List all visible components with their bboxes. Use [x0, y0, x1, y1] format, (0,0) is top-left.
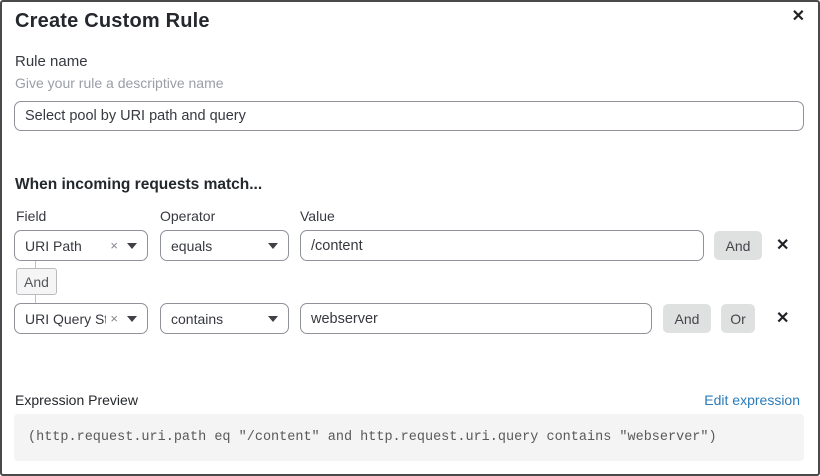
- expression-code-block: (http.request.uri.path eq "/content" and…: [14, 414, 804, 461]
- chevron-down-icon: [127, 315, 137, 322]
- clear-selection-icon[interactable]: ×: [110, 238, 118, 253]
- match-heading: When incoming requests match...: [15, 176, 263, 193]
- clear-selection-icon[interactable]: ×: [110, 311, 118, 326]
- expression-code: (http.request.uri.path eq "/content" and…: [28, 430, 717, 445]
- operator-select-row1-value: equals: [171, 237, 213, 254]
- dialog-title: Create Custom Rule: [15, 10, 210, 32]
- field-select-row2-value: URI Query St...: [25, 310, 106, 327]
- connector-and-chip: And: [16, 268, 57, 295]
- edit-expression-link[interactable]: Edit expression: [704, 392, 800, 408]
- rule-name-label: Rule name: [15, 53, 88, 70]
- field-select-row2[interactable]: URI Query St... ×: [14, 303, 148, 334]
- field-select-row1[interactable]: URI Path ×: [14, 230, 148, 261]
- column-label-value: Value: [300, 208, 335, 224]
- expression-preview-label: Expression Preview: [15, 392, 138, 408]
- value-input-row1[interactable]: [300, 230, 704, 261]
- field-select-row1-value: URI Path: [25, 237, 82, 254]
- operator-select-row2-value: contains: [171, 310, 224, 327]
- and-combinator-button-row1[interactable]: And: [714, 231, 762, 260]
- chevron-down-icon: [127, 242, 137, 249]
- rule-name-helper-text: Give your rule a descriptive name: [15, 75, 224, 91]
- connector-line: [35, 295, 36, 303]
- connector-line: [35, 261, 36, 268]
- chevron-down-icon: [268, 242, 278, 249]
- remove-condition-icon-row1[interactable]: ✕: [776, 237, 790, 254]
- remove-condition-icon-row2[interactable]: ✕: [776, 310, 790, 327]
- value-input-row2[interactable]: [300, 303, 652, 334]
- chevron-down-icon: [268, 315, 278, 322]
- close-icon[interactable]: ✕: [791, 8, 805, 25]
- rule-name-input[interactable]: [14, 101, 804, 131]
- column-label-field: Field: [16, 208, 47, 224]
- or-combinator-button-row2[interactable]: Or: [721, 304, 755, 333]
- operator-select-row1[interactable]: equals: [160, 230, 289, 261]
- operator-select-row2[interactable]: contains: [160, 303, 289, 334]
- and-combinator-button-row2[interactable]: And: [663, 304, 711, 333]
- column-label-operator: Operator: [160, 208, 216, 224]
